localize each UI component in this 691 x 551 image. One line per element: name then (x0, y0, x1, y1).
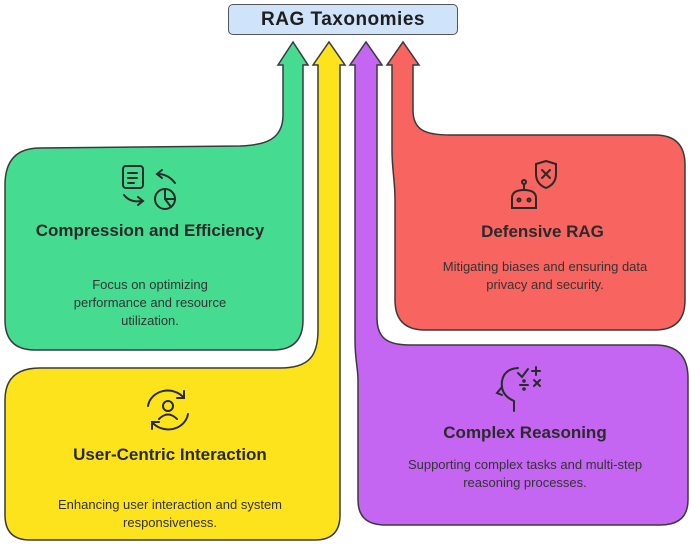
user-centric-card-shape (4, 40, 347, 541)
user-centric-description: Enhancing user interaction and system re… (57, 497, 282, 530)
defensive-card-shape (385, 40, 686, 331)
complex-reasoning-card-shape (348, 40, 689, 526)
user-centric-title: User-Centric Interaction (73, 445, 267, 464)
complex-reasoning-title: Complex Reasoning (443, 423, 607, 442)
robot-shield-icon (511, 160, 557, 209)
compression-card-shape (4, 40, 310, 351)
document-chart-cycle-icon (122, 165, 176, 210)
user-refresh-icon (147, 389, 189, 431)
complex-reasoning-description: Supporting complex tasks and multi-step … (407, 457, 643, 490)
head-math-icon (495, 366, 541, 412)
defensive-description: Mitigating biases and ensuring data priv… (442, 259, 648, 292)
defensive-title: Defensive RAG (481, 222, 604, 241)
compression-description: Focus on optimizing performance and reso… (73, 277, 227, 328)
diagram-title: RAG Taxonomies (228, 4, 458, 35)
compression-title: Compression and Efficiency (35, 221, 265, 240)
